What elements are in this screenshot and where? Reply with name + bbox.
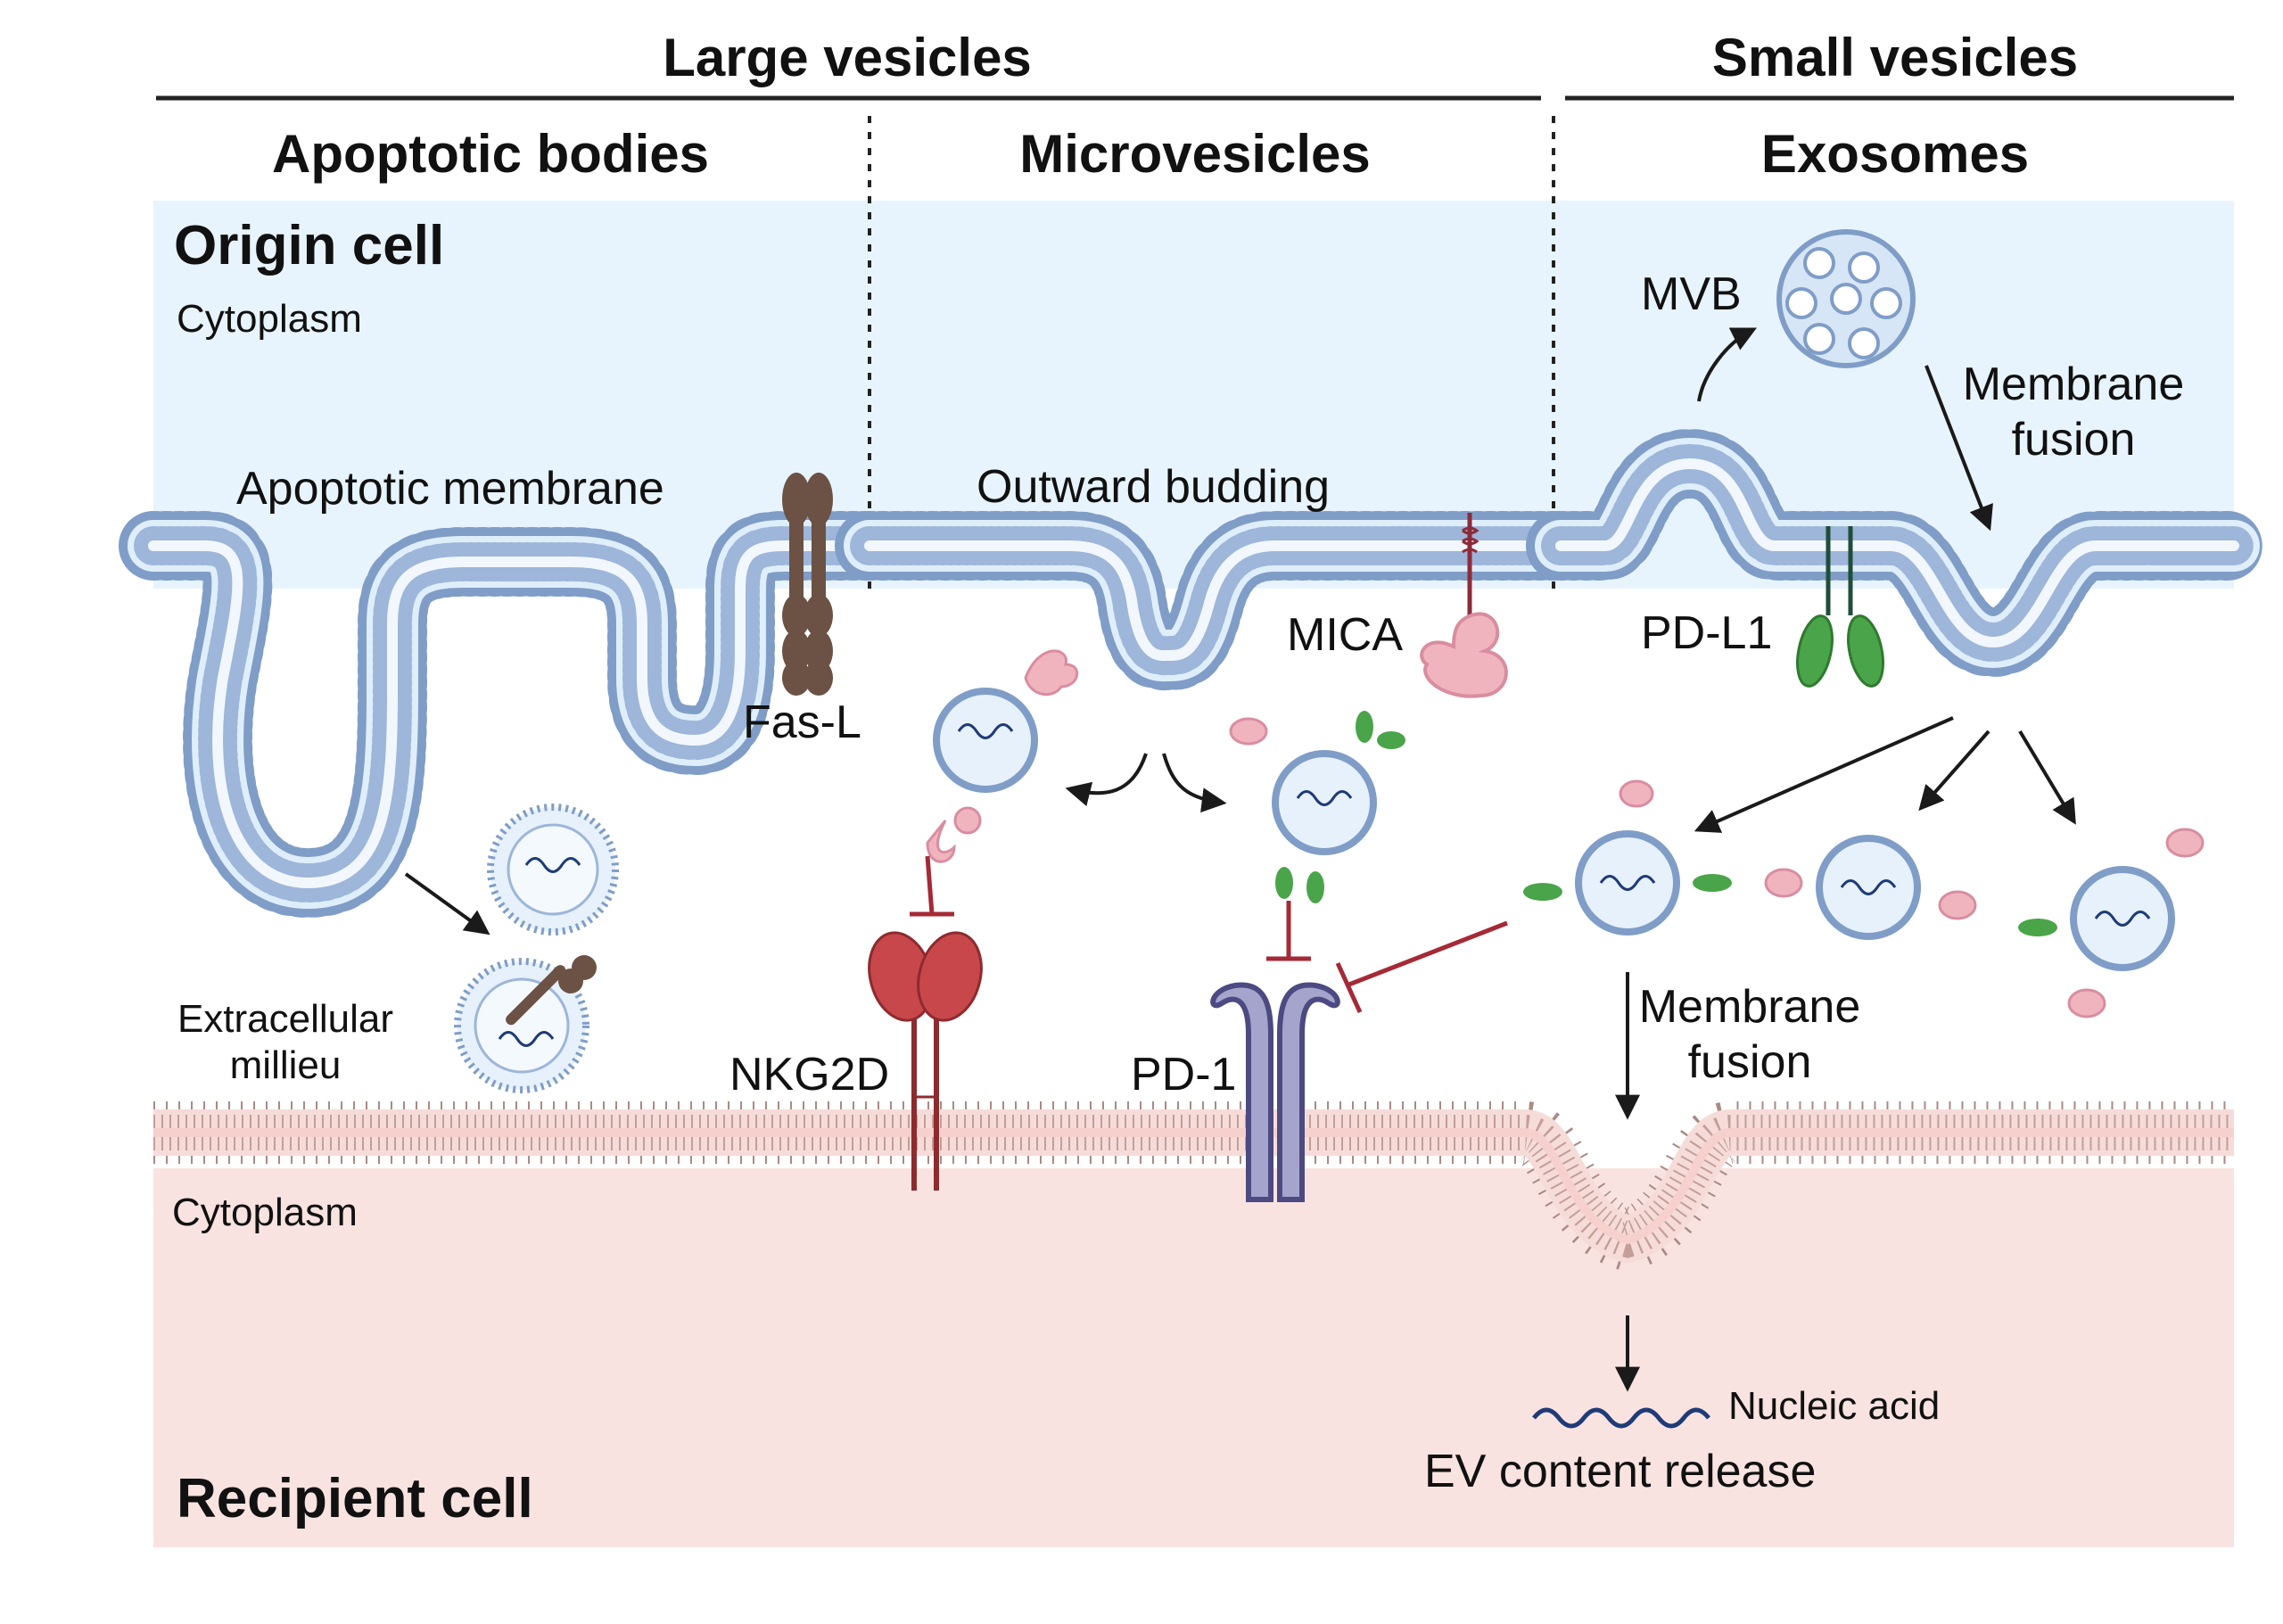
nucleic-acid-icon	[1532, 1407, 1710, 1429]
outward-budding-label: Outward budding	[977, 461, 1331, 513]
mvb-icon	[1776, 229, 1916, 368]
origin-membrane	[119, 429, 2269, 918]
membrane-fusion-label-bottom: Membrane fusion	[1638, 981, 1861, 1088]
origin-cytoplasm-label: Cytoplasm	[177, 297, 362, 341]
apoptotic-bodies-title: Apoptotic bodies	[272, 124, 709, 184]
nkg2d-label: NKG2D	[729, 1049, 890, 1101]
microvesicle-2	[1229, 711, 1405, 903]
pd-l1-icon	[1796, 526, 1884, 688]
mica-label: MICA	[1287, 609, 1403, 661]
mvb-label: MVB	[1641, 268, 1742, 320]
small-vesicles-header: Small vesicles	[1711, 28, 2079, 87]
recipient-cell-title: Recipient cell	[177, 1468, 533, 1529]
recipient-membrane	[153, 1101, 2234, 1273]
exosome-3	[2018, 828, 2205, 1018]
mica-icon	[1420, 513, 1508, 698]
pd-1-icon	[1210, 982, 1340, 1202]
large-vesicles-header: Large vesicles	[663, 28, 1032, 87]
nucleic-acid-label: Nucleic acid	[1728, 1384, 1941, 1428]
apoptotic-body-1	[487, 804, 619, 936]
inhibition-lines	[910, 855, 1508, 1014]
apoptotic-membrane-label: Apoptotic membrane	[236, 463, 664, 515]
extracellular-label: Extracellular millieu	[177, 997, 394, 1087]
nkg2d-icon	[868, 931, 983, 1191]
recipient-cell-background	[153, 1168, 2234, 1547]
fas-l-label: Fas-L	[743, 697, 861, 748]
exosomes-title: Exosomes	[1760, 124, 2030, 184]
ev-content-release-label: EV content release	[1424, 1446, 1817, 1497]
recipient-cytoplasm-label: Cytoplasm	[172, 1191, 358, 1234]
pd-l1-label: PD-L1	[1641, 607, 1773, 659]
membrane-fusion-label-top: Membrane fusion	[1962, 359, 2185, 466]
microvesicle-1	[926, 649, 1079, 863]
pd-1-label: PD-1	[1131, 1049, 1237, 1101]
exosome-2	[1764, 835, 1977, 940]
microvesicles-title: Microvesicles	[1019, 124, 1371, 184]
exosome-1	[1523, 779, 1732, 936]
flow-arrows	[404, 327, 2076, 1392]
origin-cell-title: Origin cell	[174, 215, 445, 276]
fas-l-icon	[782, 473, 833, 696]
apoptotic-body-2	[454, 955, 597, 1093]
